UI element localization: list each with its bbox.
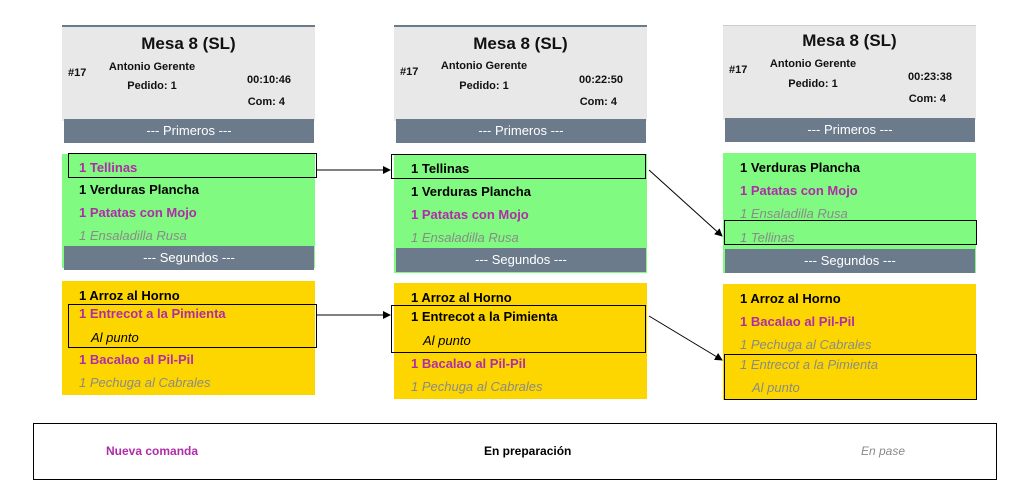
dish-note: Al punto [423, 333, 471, 348]
segundos-block: 1 Arroz al Horno 1 Bacalao al Pil-Pil 1 … [723, 284, 976, 400]
highlight-box [68, 153, 317, 178]
section-header-primeros: --- Primeros --- [396, 119, 646, 143]
ticket-header: Mesa 8 (SL) #17 Antonio Gerente Pedido: … [394, 25, 647, 121]
arrow-tellinas-2 [648, 169, 723, 237]
dish-item[interactable]: 1 Patatas con Mojo [79, 205, 197, 220]
dish-item[interactable]: 1 Verduras Plancha [411, 184, 531, 199]
dish-item[interactable]: 1 Arroz al Horno [740, 291, 841, 306]
ticket-2[interactable]: Mesa 8 (SL) #17 Antonio Gerente Pedido: … [394, 25, 647, 399]
dish-item[interactable]: 1 Arroz al Horno [79, 288, 180, 303]
waiter-name: Antonio Gerente [108, 61, 196, 73]
elapsed-time: 00:10:46 [246, 74, 291, 86]
ticket-number: #17 [400, 66, 419, 78]
diners-count: Com: 4 [579, 96, 617, 108]
waiter-name: Antonio Gerente [769, 58, 857, 70]
legend-in-pass: En pase [861, 444, 906, 458]
dish-item[interactable]: 1 Pechuga al Cabrales [79, 375, 211, 390]
table-title: Mesa 8 (SL) [473, 34, 568, 53]
ticket-header: Mesa 8 (SL) #17 Antonio Gerente Pedido: … [62, 25, 315, 121]
dish-item[interactable]: 1 Entrecot a la Pimienta [411, 309, 558, 324]
ticket-3[interactable]: Mesa 8 (SL) #17 Antonio Gerente Pedido: … [723, 25, 976, 400]
dish-item[interactable]: 1 Pechuga al Cabrales [740, 337, 872, 352]
ticket-header: Mesa 8 (SL) #17 Antonio Gerente Pedido: … [723, 25, 976, 120]
highlight-box [724, 354, 977, 400]
dish-item[interactable]: 1 Arroz al Horno [411, 290, 512, 305]
order-number: Pedido: 1 [127, 80, 177, 92]
legend-new-order: Nueva comanda [106, 444, 199, 458]
order-number: Pedido: 1 [788, 78, 838, 90]
dish-item[interactable]: 1 Bacalao al Pil-Pil [79, 352, 194, 367]
segundos-block: 1 Arroz al Horno 1 Entrecot a la Pimient… [62, 281, 315, 395]
order-number: Pedido: 1 [459, 80, 509, 92]
dish-item[interactable]: 1 Verduras Plancha [740, 160, 860, 175]
status-legend: Nueva comanda En preparación En pase [33, 423, 997, 480]
dish-item[interactable]: 1 Pechuga al Cabrales [411, 379, 543, 394]
dish-item[interactable]: 1 Tellinas [79, 160, 138, 175]
dish-item[interactable]: 1 Bacalao al Pil-Pil [411, 356, 526, 371]
table-title: Mesa 8 (SL) [141, 34, 236, 53]
section-header-segundos: --- Segundos --- [64, 246, 314, 270]
ticket-number: #17 [68, 67, 87, 79]
dish-note: Al punto [752, 380, 800, 395]
waiter-name: Antonio Gerente [440, 60, 528, 72]
section-header-primeros: --- Primeros --- [725, 118, 975, 142]
legend-in-preparation: En preparación [484, 444, 572, 458]
diners-count: Com: 4 [908, 93, 946, 105]
dish-item[interactable]: 1 Tellinas [740, 230, 795, 245]
ticket-number: #17 [729, 64, 748, 76]
diners-count: Com: 4 [247, 96, 285, 108]
ticket-1[interactable]: Mesa 8 (SL) #17 Antonio Gerente Pedido: … [62, 25, 315, 398]
elapsed-time: 00:22:50 [578, 74, 623, 86]
dish-item[interactable]: 1 Patatas con Mojo [411, 207, 529, 222]
section-header-primeros: --- Primeros --- [64, 119, 314, 143]
dish-item[interactable]: 1 Entrecot a la Pimienta [79, 306, 226, 321]
table-title: Mesa 8 (SL) [802, 31, 897, 50]
dish-item[interactable]: 1 Tellinas [411, 161, 470, 176]
dish-item[interactable]: 1 Bacalao al Pil-Pil [740, 314, 855, 329]
dish-item[interactable]: 1 Entrecot a la Pimienta [740, 357, 879, 372]
dish-item[interactable]: 1 Verduras Plancha [79, 182, 199, 197]
dish-item[interactable]: 1 Ensaladilla Rusa [411, 230, 519, 245]
arrow-entrecot-2 [648, 315, 723, 361]
highlight-box [724, 220, 977, 245]
segundos-block: 1 Arroz al Horno 1 Entrecot a la Pimient… [394, 283, 647, 399]
dish-item[interactable]: 1 Patatas con Mojo [740, 183, 858, 198]
highlight-box [391, 305, 646, 353]
elapsed-time: 00:23:38 [907, 71, 952, 83]
section-header-segundos: --- Segundos --- [725, 249, 975, 273]
section-header-segundos: --- Segundos --- [396, 248, 646, 272]
dish-item[interactable]: 1 Ensaladilla Rusa [740, 206, 848, 221]
highlight-box [391, 154, 646, 179]
highlight-box [68, 304, 317, 348]
dish-note: Al punto [91, 330, 139, 345]
dish-item[interactable]: 1 Ensaladilla Rusa [79, 228, 187, 243]
